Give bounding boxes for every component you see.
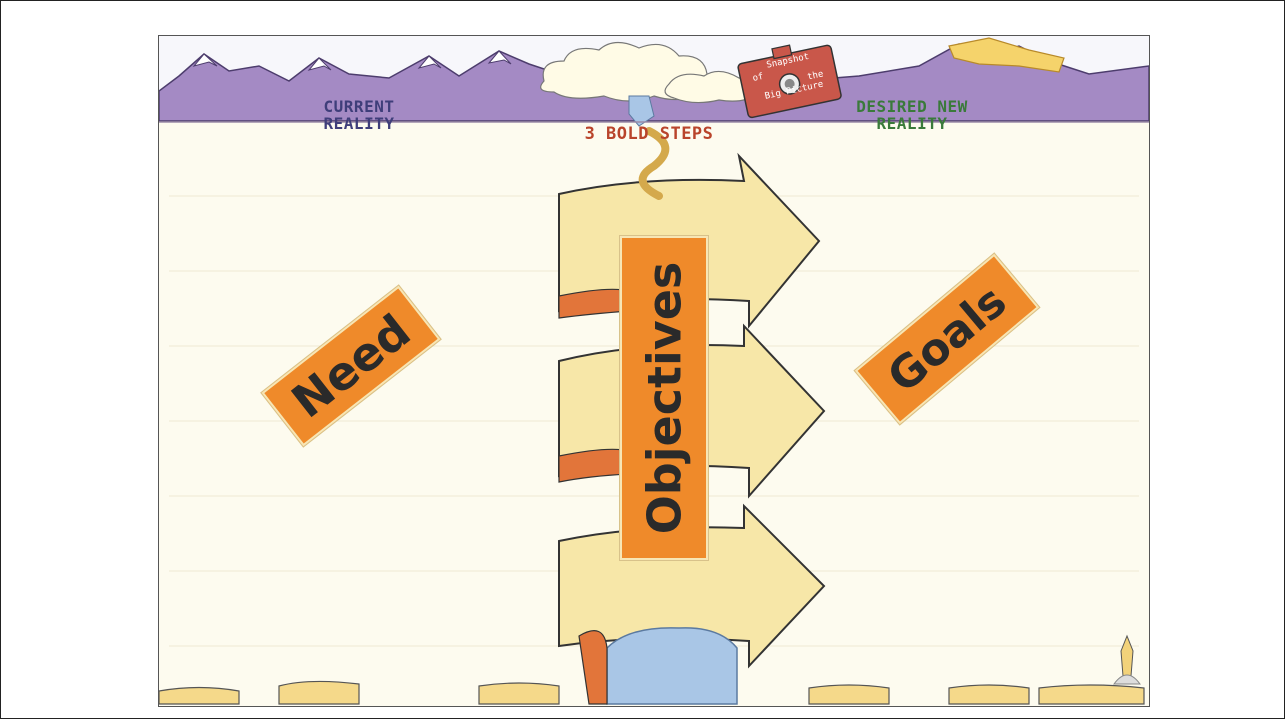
snow-cap [417, 55, 442, 69]
snow-cap [307, 57, 332, 71]
big-picture-poster: Snapshot of the Big Picture CURRENT REAL… [158, 35, 1150, 707]
bold-steps-label: 3 BOLD STEPS [584, 124, 714, 144]
rocket-icon [1113, 634, 1141, 685]
snow-cap [487, 50, 512, 65]
water-pool [606, 627, 738, 705]
current-reality-label: CURRENT REALITY [323, 97, 395, 133]
waterfall [628, 95, 655, 127]
objectives-box: Objectives [620, 236, 708, 560]
ground-line [159, 680, 1145, 705]
sunlit-peak [948, 37, 1065, 73]
desired-reality-label: DESIRED NEW REALITY [856, 97, 968, 133]
snow-cap [192, 53, 218, 67]
camera-icon [737, 44, 842, 119]
objectives-label: Objectives [637, 261, 691, 535]
ribbon-edge [578, 630, 608, 705]
ribbon-swirl [638, 127, 670, 200]
